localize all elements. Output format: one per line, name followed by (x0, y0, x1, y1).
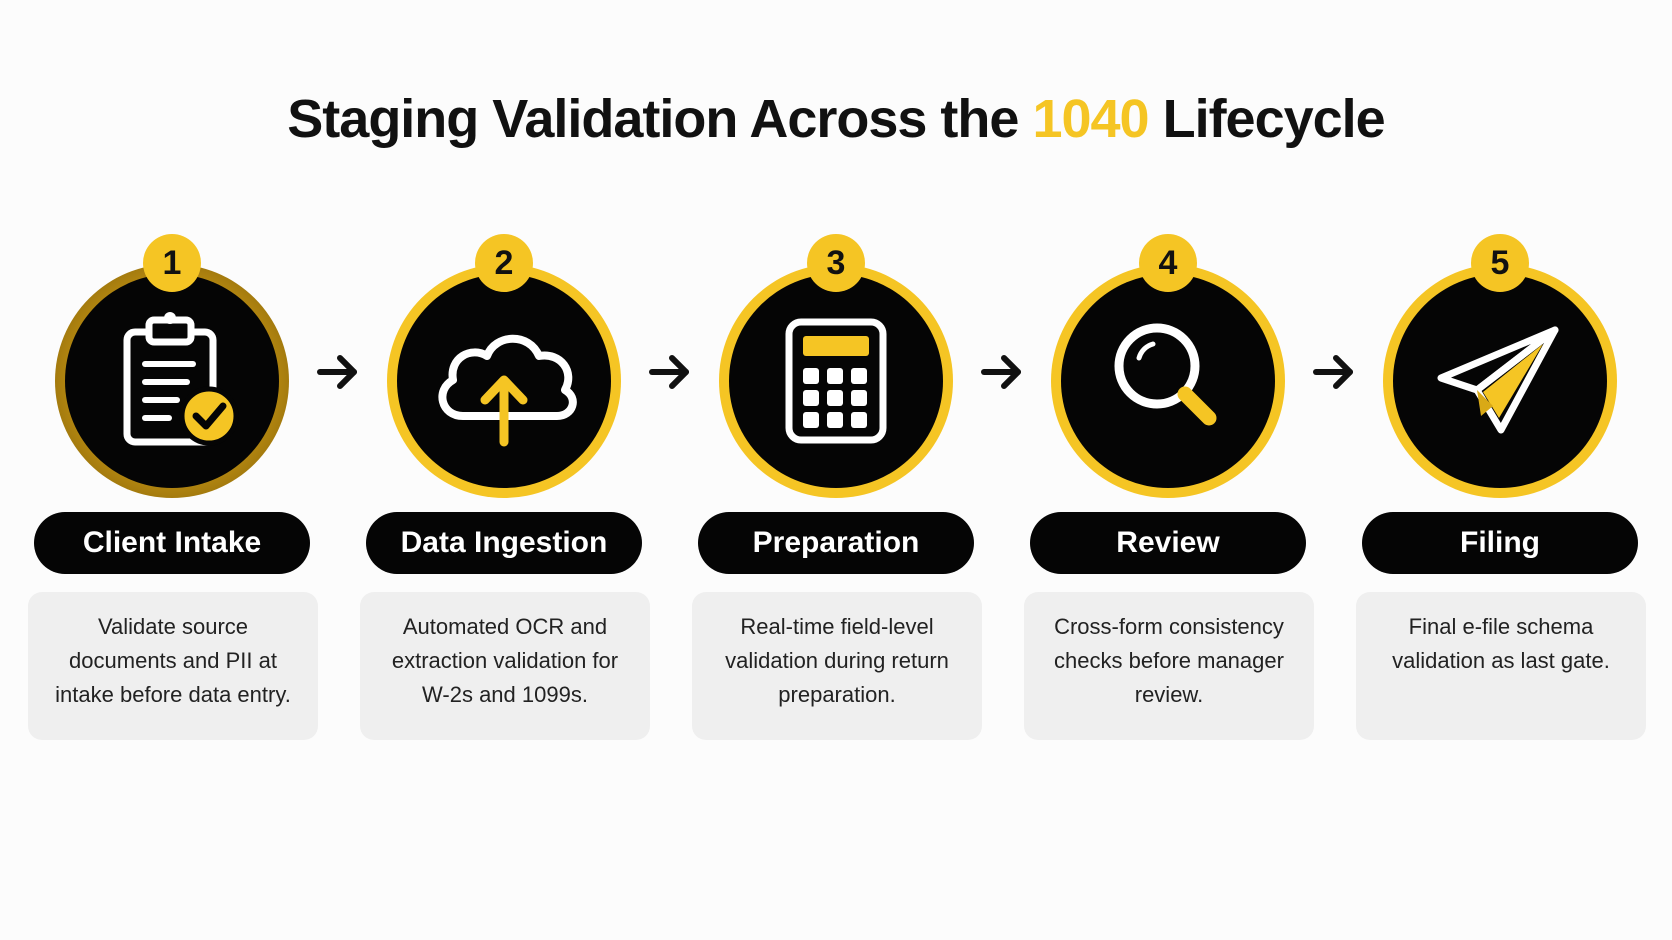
title-suffix: Lifecycle (1148, 89, 1386, 149)
paper-plane-icon (1437, 326, 1559, 434)
clipboard-check-icon (123, 312, 239, 446)
step-label: Review (1030, 512, 1306, 574)
step-description: Cross-form consistency checks before man… (1024, 592, 1314, 740)
step-icon-ring (387, 264, 621, 498)
step-number-badge: 2 (475, 234, 533, 292)
step-label: Preparation (698, 512, 974, 574)
step-description: Validate source documents and PII at int… (28, 592, 318, 740)
step-label: Client Intake (34, 512, 310, 574)
step-icon-ring (1051, 264, 1285, 498)
arrow-right-icon (981, 355, 1021, 389)
step-description: Real-time field-level validation during … (692, 592, 982, 740)
title-prefix: Staging Validation Across the (287, 89, 1033, 149)
step-number-badge: 3 (807, 234, 865, 292)
step-icon-ring (719, 264, 953, 498)
step-number-badge: 5 (1471, 234, 1529, 292)
title-highlight: 1040 (1032, 89, 1149, 149)
page-title: Staging Validation Across the 1040 Lifec… (0, 88, 1672, 150)
magnifier-icon (1114, 323, 1217, 426)
step-label: Data Ingestion (366, 512, 642, 574)
step-number-badge: 4 (1139, 234, 1197, 292)
cloud-upload-icon (438, 334, 577, 447)
step-number-badge: 1 (143, 234, 201, 292)
calculator-icon (785, 318, 887, 444)
arrow-right-icon (317, 355, 357, 389)
step-label: Filing (1362, 512, 1638, 574)
step-description: Automated OCR and extraction validation … (360, 592, 650, 740)
arrow-right-icon (649, 355, 689, 389)
step-icon-ring (1383, 264, 1617, 498)
arrow-right-icon (1313, 355, 1353, 389)
step-icon-ring (55, 264, 289, 498)
step-description: Final e-file schema validation as last g… (1356, 592, 1646, 740)
